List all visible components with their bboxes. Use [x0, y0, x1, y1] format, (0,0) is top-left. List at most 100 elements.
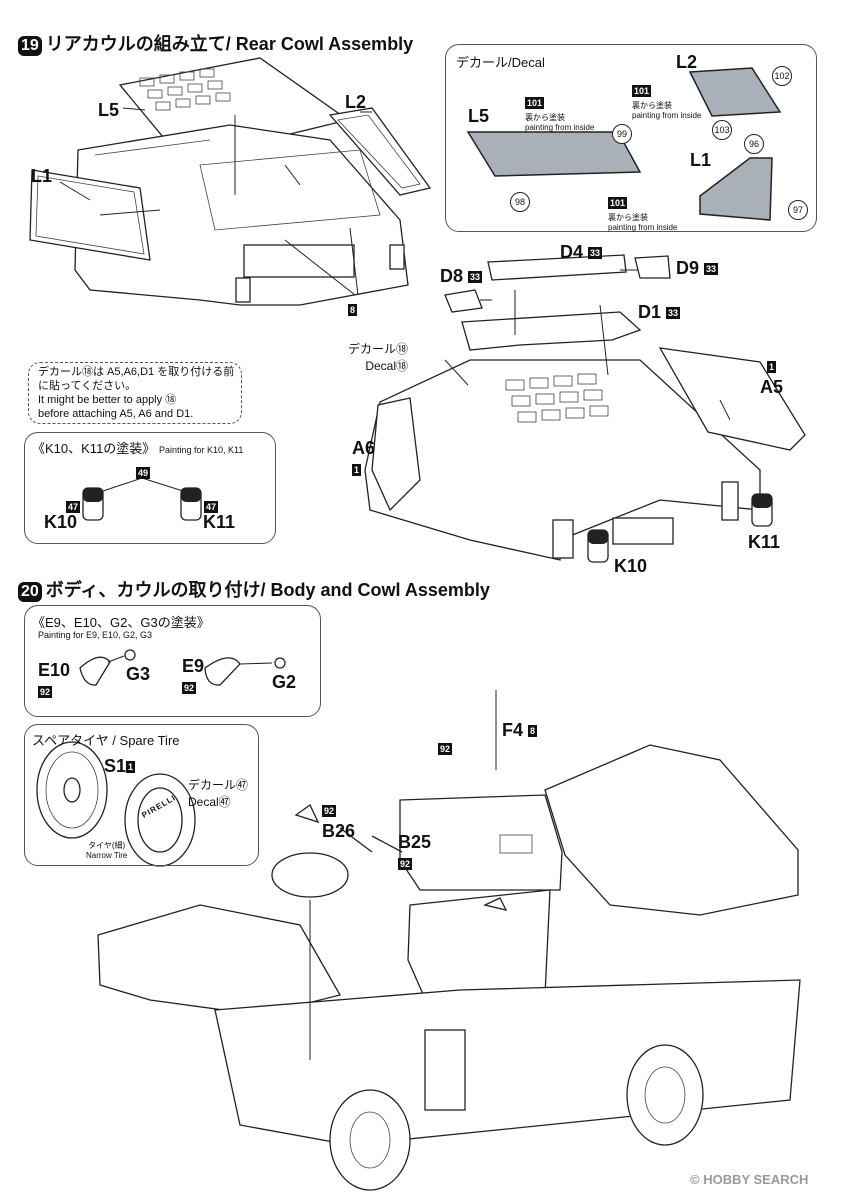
decal18-jp: デカール⑱ [348, 342, 409, 356]
label-d4: D4 33 [560, 242, 603, 263]
decal-97-circle: 97 [788, 200, 808, 220]
color-47-b: 47 [204, 498, 219, 516]
label-g3: G3 [126, 664, 151, 684]
e10-mirror [79, 656, 111, 686]
paint-en-c: painting from inside [608, 223, 678, 232]
e10-tag: 92 [38, 686, 53, 699]
s1-tag: 1 [126, 761, 136, 774]
color-47a-tag: 47 [66, 500, 81, 513]
label-g2: G2 [272, 672, 297, 692]
antenna-color: 92 [438, 740, 453, 758]
decal-98-circle: 98 [510, 192, 530, 212]
narrow-tire-jp: タイヤ(細) [88, 841, 126, 850]
final-car-drawing [97, 690, 801, 1191]
color-49: 49 [136, 464, 151, 482]
decal-101-tag-c: 101 [608, 196, 628, 209]
label-k10-paint: K10 [44, 512, 78, 532]
decal-l5-label: L5 [468, 106, 490, 126]
decal-l1-label: L1 [690, 150, 712, 170]
decal-box [445, 44, 817, 232]
decal-l2-label: L2 [676, 52, 698, 72]
d9-part [634, 255, 671, 279]
note-line1: デカール⑱は A5,A6,D1 を取り付ける前 [38, 366, 235, 378]
decal-note-box [28, 362, 242, 424]
a5-tag: 1 [767, 361, 777, 374]
d9-tag: 33 [704, 263, 719, 276]
note-line3: It might be better to apply ⑱ [38, 394, 177, 406]
front-wheel [329, 1089, 411, 1191]
decal47-en: Decal㊼ [188, 795, 231, 809]
color-47-a: 47 [66, 498, 81, 516]
narrow-tire-en: Narrow Tire [86, 851, 128, 860]
eg-paint-title-jp: 《E9、E10、G2、G3の塗装》 [32, 615, 210, 630]
decal-97: 97 [788, 200, 808, 220]
watermark: © HOBBY SEARCH [690, 1172, 809, 1187]
wiper-b26 [339, 827, 373, 853]
decal-l2-shape [688, 67, 782, 117]
a6-side-panel [371, 397, 421, 512]
d9-text: D9 [676, 258, 700, 278]
decal-note-text: デカール⑱は A5,A6,D1 を取り付ける前 に貼ってください。 It mig… [38, 365, 234, 421]
color-47b-tag: 47 [204, 500, 219, 513]
label-f4: F4 8 [502, 720, 538, 741]
note-line2: に貼ってください。 [38, 380, 137, 392]
d4-wing [487, 254, 627, 281]
eg-paint-title-en: Painting for E9, E10, G2, G3 [38, 630, 153, 640]
label-d8: D8 33 [440, 266, 483, 287]
decal-99: 99 [612, 124, 632, 144]
narrow-tire-label: タイヤ(細) Narrow Tire [86, 840, 127, 860]
spare-tire-installed [271, 852, 349, 898]
decal-103-circle: 103 [712, 120, 732, 140]
e9-tag: 92 [182, 682, 197, 695]
label-k10-cowl: K10 [614, 556, 648, 576]
decal-l1-note: 101 裏から塗装 painting from inside [608, 194, 677, 232]
decal-box-title: デカール/Decal [456, 55, 545, 70]
chassis [214, 979, 801, 1146]
label-l1: L1 [31, 166, 53, 186]
antenna-color-tag: 92 [438, 742, 453, 755]
decal-96: 96 [744, 134, 764, 154]
d1-text: D1 [638, 302, 662, 322]
decal-102-circle: 102 [772, 66, 792, 86]
a6-tag: 1 [352, 464, 362, 477]
rear-body-drawing [29, 124, 409, 306]
paint-jp-c: 裏から塗装 [608, 213, 648, 222]
d1-wing-base [461, 311, 642, 351]
label-l2: L2 [345, 92, 367, 112]
decal-96-circle: 96 [744, 134, 764, 154]
k10-k11-paint-box [24, 432, 276, 544]
note-line4: before attaching A5, A6 and D1. [38, 408, 194, 420]
b25-text: B25 [398, 832, 432, 852]
label-l5: L5 [98, 100, 120, 120]
part-8-number: 8 [348, 303, 358, 316]
decal-101-tag-b: 101 [632, 84, 652, 97]
d4-text: D4 [560, 242, 584, 262]
b26-text: B26 [322, 821, 356, 841]
narrow-tire-drawing [124, 773, 196, 867]
d4-tag: 33 [588, 247, 603, 260]
decal-99-circle: 99 [612, 124, 632, 144]
f4-tag: 8 [528, 725, 538, 738]
label-d9: D9 33 [676, 258, 719, 279]
paint-jp-b: 裏から塗装 [632, 101, 672, 110]
decal-l1-shape [699, 157, 773, 221]
l2-window [328, 107, 432, 196]
l1-side-window [29, 169, 151, 261]
k-paint-title: 《K10、K11の塗装》 Painting for K10, K11 [32, 438, 243, 457]
mirror-e10 [483, 897, 508, 911]
e9-text: E9 [182, 656, 205, 676]
e-g-paint-box [24, 605, 321, 717]
d8-part [444, 289, 483, 313]
k-paint-title-jp: 《K10、K11の塗装》 [32, 441, 156, 456]
paint-en-a: painting from inside [525, 123, 595, 132]
b25-tag: 92 [398, 858, 413, 871]
mirror-e9 [294, 804, 320, 824]
